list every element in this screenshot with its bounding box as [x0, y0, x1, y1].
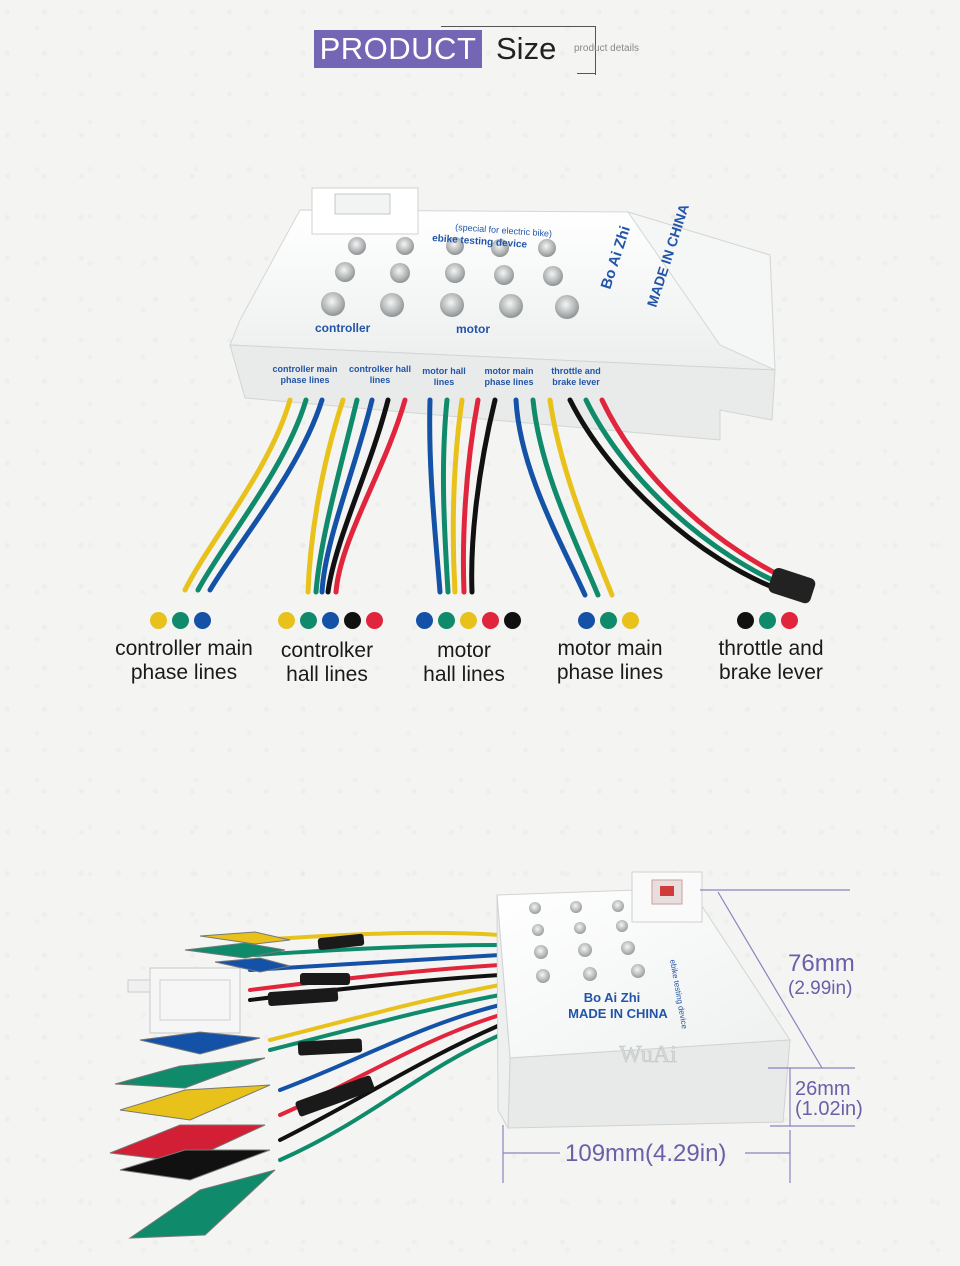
legend-label-line2: hall lines — [286, 663, 368, 686]
legend-label-line1: motor main — [557, 637, 663, 660]
legend-dot-green — [759, 612, 776, 629]
device-bottom-photo: Bo Ai Zhi MADE IN CHINA ebike testing de… — [109, 871, 855, 1239]
dimension-lines — [502, 889, 855, 1183]
legend-dot-black — [344, 612, 361, 629]
legend-dots-controller-hall — [278, 612, 383, 629]
legend-dots-motor-main — [578, 612, 639, 629]
device-logo: WuAi — [619, 1042, 677, 1068]
legend-label-motor-main: motor main phase lines — [540, 637, 680, 685]
legend-dot-red — [781, 612, 798, 629]
bottom-led-grid — [529, 900, 645, 983]
wires-throttle-brake — [567, 397, 803, 593]
wires-motor-hall — [427, 397, 498, 595]
header-badge: PRODUCT — [314, 30, 482, 68]
legend-dot-yellow — [622, 612, 639, 629]
legend-label-line2: phase lines — [130, 661, 238, 684]
dimension-depth-mm: 26mm — [795, 1078, 851, 1100]
legend-dot-red — [366, 612, 383, 629]
wires-controller-main — [182, 397, 325, 593]
legend-label-controller-main: controller main phase lines — [104, 637, 264, 685]
dimension-width: 109mm(4.29in) — [565, 1140, 727, 1167]
legend-dot-blue — [578, 612, 595, 629]
dimension-height-in: (2.99in) — [788, 978, 853, 999]
legend-dot-black — [737, 612, 754, 629]
section-controller: controller — [315, 321, 371, 335]
legend-dots-throttle-brake — [737, 612, 798, 629]
legend-label-line2: brake lever — [719, 661, 823, 684]
legend-label-line1: controller main — [115, 637, 253, 660]
legend-dot-yellow — [150, 612, 167, 629]
wires-controller-hall — [305, 397, 408, 595]
wire-sleeves — [267, 933, 375, 1117]
legend-dot-green — [600, 612, 617, 629]
legend-dot-blue — [322, 612, 339, 629]
legend-dots-controller-main — [150, 612, 211, 629]
legend-label-line2: phase lines — [556, 661, 664, 684]
legend-label-motor-hall: motor hall lines — [404, 639, 524, 687]
legend-dot-green — [172, 612, 189, 629]
header-frame-tick — [577, 73, 596, 74]
section-motor: motor — [456, 322, 490, 336]
legend-dots-motor-hall — [416, 612, 521, 629]
legend-label-line1: throttle and — [718, 637, 824, 660]
alligator-clips — [109, 931, 291, 1239]
led-grid — [321, 237, 579, 319]
legend-dot-yellow — [460, 612, 477, 629]
legend-dot-green — [438, 612, 455, 629]
wires-motor-main — [513, 397, 615, 598]
legend-label-controller-hall: controlker hall lines — [262, 639, 392, 687]
dimension-depth-in: (1.02in) — [795, 1098, 863, 1120]
legend-dot-yellow — [278, 612, 295, 629]
bottom-origin-text: MADE IN CHINA — [568, 1006, 668, 1021]
legend-dot-green — [300, 612, 317, 629]
legend-dot-blue — [194, 612, 211, 629]
dimension-height-mm: 76mm — [788, 950, 855, 977]
header-title: Size — [496, 31, 557, 66]
legend-label-throttle-brake: throttle and brake lever — [700, 637, 842, 685]
bottom-brand-text: Bo Ai Zhi — [584, 990, 641, 1005]
legend-dot-red — [482, 612, 499, 629]
legend-label-line1: motor — [437, 639, 491, 662]
connector-plug — [149, 967, 241, 1034]
legend-label-line1: controlker — [280, 639, 374, 662]
legend-label-line2: hall lines — [423, 663, 505, 686]
header-subtitle: product details — [574, 43, 640, 54]
legend-dot-black — [504, 612, 521, 629]
header-frame — [441, 26, 596, 75]
device-top-photo: (special for electric bike) ebike testin… — [182, 187, 816, 604]
legend-dot-blue — [416, 612, 433, 629]
